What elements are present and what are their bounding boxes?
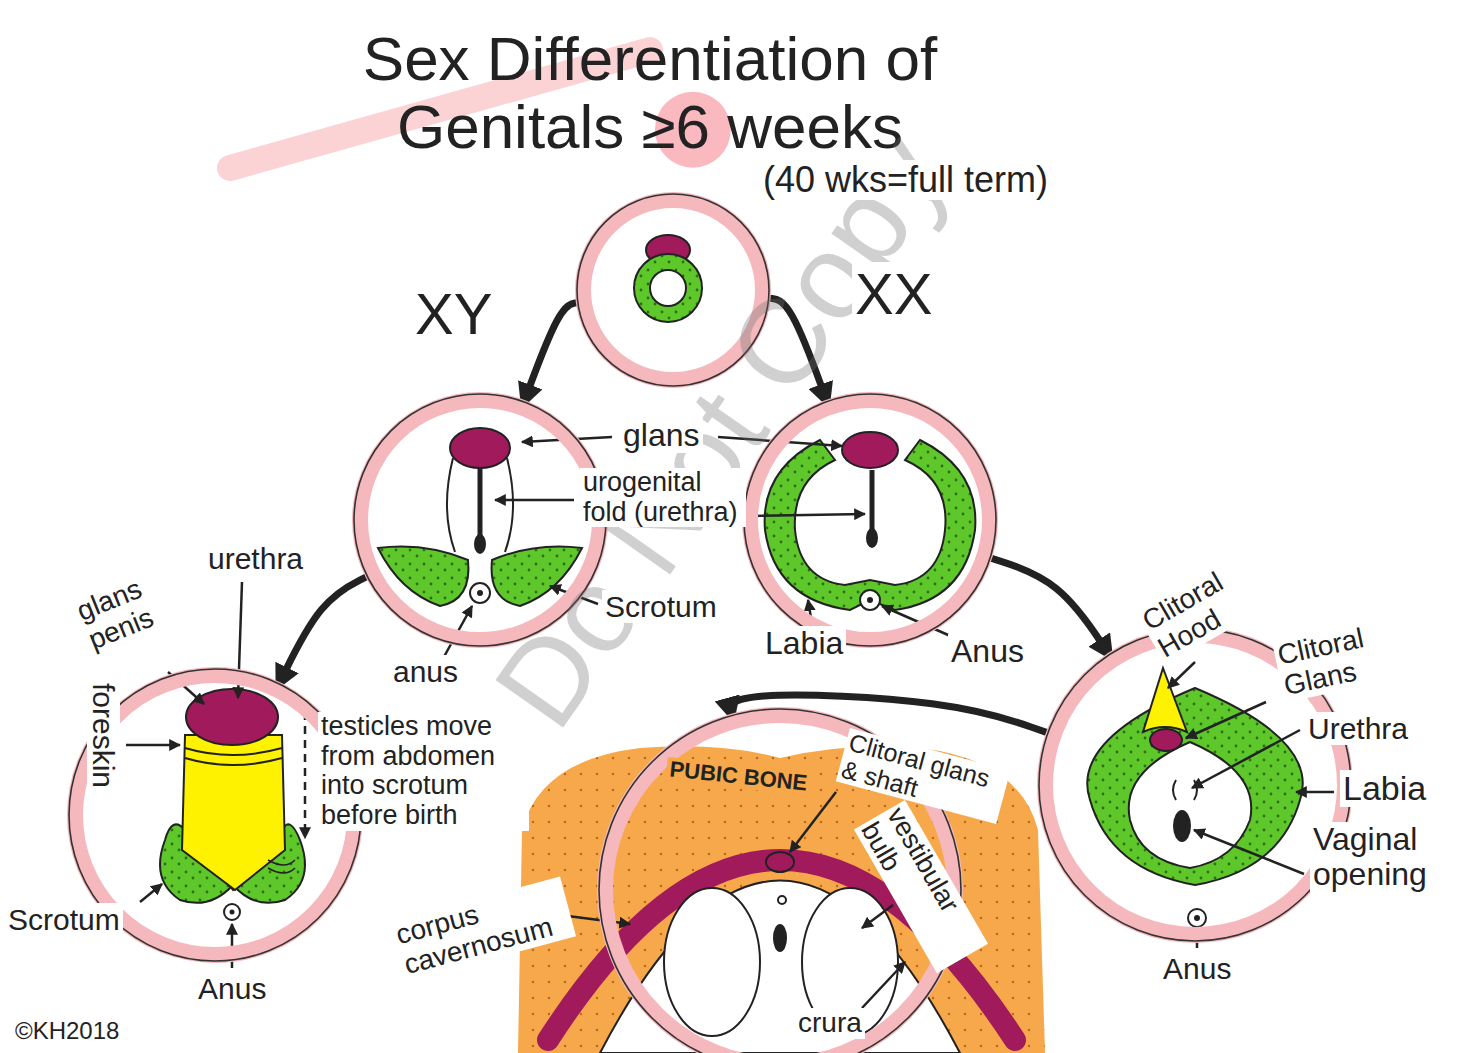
leader-line [495, 499, 574, 502]
glans-shape [766, 852, 794, 872]
anus-shape [470, 583, 490, 603]
bulb-shape [664, 888, 760, 1036]
urethral-groove [866, 528, 878, 548]
part-label: glans penis [70, 560, 191, 657]
part-label: Labia [1340, 770, 1429, 807]
leader-line [747, 514, 865, 516]
urethral-groove [478, 468, 483, 540]
part-label: Clitoral glans & shaft [836, 728, 1011, 824]
part-label: crura [795, 1008, 865, 1039]
edge-label: XX [852, 262, 935, 326]
part-label: glans [620, 418, 703, 453]
leader-line [1168, 662, 1195, 688]
leader-line [304, 712, 307, 838]
part-label: anus [390, 655, 461, 688]
vaginal-opening-shape [773, 924, 787, 952]
watermark: Do Not Copy [467, 108, 973, 751]
leader-line [1192, 730, 1300, 788]
part-label: corpus cavernosum [390, 876, 576, 981]
opening [650, 270, 686, 306]
leader-line [1296, 791, 1334, 794]
connector-arrow [524, 303, 578, 402]
part-label: Anus [195, 972, 269, 1005]
leader-line [1194, 830, 1304, 874]
leader-line [862, 962, 905, 1008]
labia-shape [1087, 688, 1303, 885]
urethral-groove [870, 470, 875, 532]
vestibule [1129, 742, 1252, 868]
glans-shape [842, 432, 898, 468]
part-label: Anus [1160, 952, 1234, 985]
foreskin-lines [185, 748, 282, 765]
fold-ring [634, 254, 702, 322]
note-text: testicles move from abdomen into scrotum… [318, 712, 529, 831]
connector-arrow [279, 576, 367, 683]
anus-shape [1188, 909, 1206, 927]
leader-line [1186, 702, 1266, 738]
anus-shape [867, 597, 873, 603]
male-genitals [160, 689, 305, 920]
anus-shape [860, 590, 880, 610]
part-label: Labia [762, 626, 846, 661]
part-label: Scrotum [5, 903, 123, 936]
part-label: vestibular bulb [854, 800, 988, 973]
part-label: PUBIC BONE [665, 757, 811, 796]
part-label: Anus [948, 634, 1027, 669]
leader-line [126, 744, 180, 747]
part-label: foreskin [87, 680, 120, 791]
scrotum-lines [268, 860, 295, 873]
female-genitals [1087, 668, 1303, 927]
part-label: Urethra [1305, 712, 1411, 745]
part-label: Scrotum [602, 590, 720, 623]
leader-line [790, 792, 836, 852]
glans-shape [186, 689, 278, 745]
part-label: urethra [205, 542, 306, 575]
anus-shape [224, 904, 240, 920]
glans-shape [1150, 729, 1182, 751]
leader-line [862, 905, 893, 928]
female-early-genitals [765, 432, 976, 610]
copyright: ©KH2018 [12, 1018, 122, 1044]
subtitle: (40 wks=full term) [760, 160, 1051, 200]
part-label: Vaginal opening [1310, 822, 1466, 892]
glans-shape [450, 428, 510, 468]
leader-line [140, 884, 162, 902]
part-label: Clitoral Hood [1135, 549, 1275, 665]
penis-shaft [182, 735, 285, 890]
urethra-mark [1173, 780, 1197, 800]
anus-shape [1194, 915, 1200, 921]
part-label: Clitoral Glans [1272, 616, 1408, 702]
part-label: urogenital fold (urethra) [580, 468, 746, 527]
urethral-groove [474, 534, 486, 554]
edge-label: XY [412, 282, 495, 346]
vaginal-opening-shape [1173, 810, 1191, 842]
anus-shape [477, 590, 483, 596]
indifferent-genitals [634, 235, 702, 322]
urethra-mark [778, 896, 786, 904]
anus-shape [230, 910, 235, 915]
